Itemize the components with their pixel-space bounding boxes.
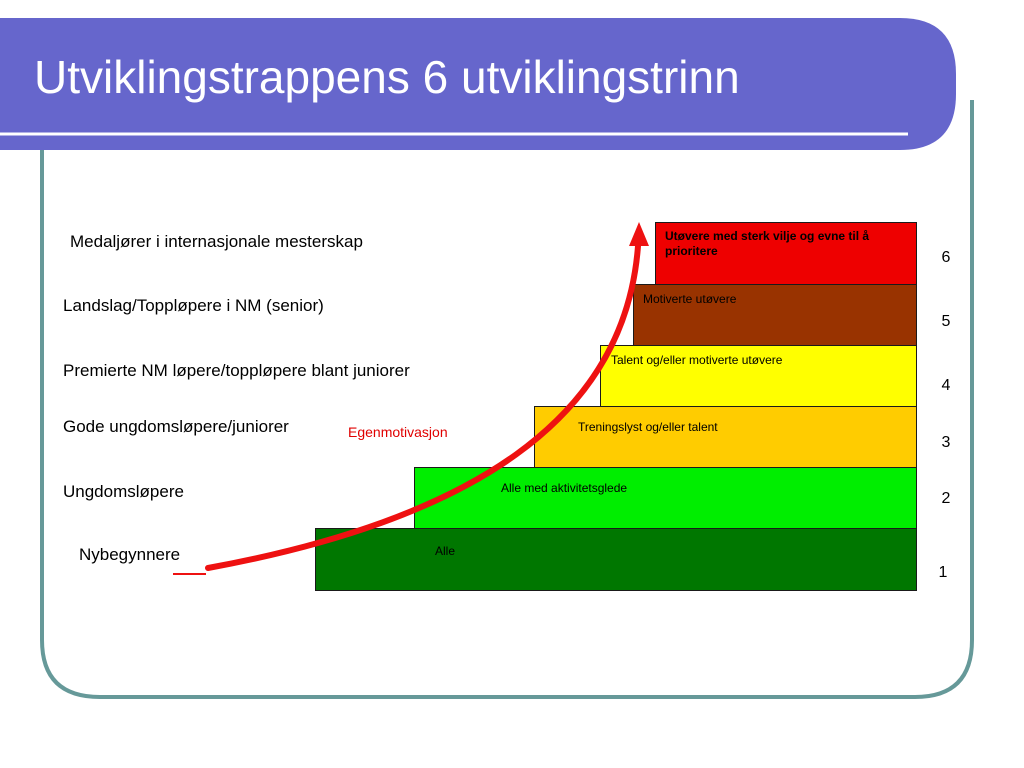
step-number-5: 5 (941, 313, 951, 330)
level-label-4: Premierte NM løpere/toppløpere blant jun… (63, 361, 410, 380)
step-number-4: 4 (941, 377, 951, 394)
step-number-6: 6 (941, 249, 951, 266)
header-band (0, 18, 956, 150)
content-frame (40, 100, 974, 699)
step-6-text: Utøvere med sterk vilje og evne til å pr… (665, 229, 870, 258)
level-label-1: Nybegynnere (79, 545, 181, 564)
slide-title: Utviklingstrappens 6 utviklingstrinn (34, 51, 740, 103)
step-3 (534, 406, 917, 468)
step-2-text: Alle med aktivitetsglede (501, 481, 628, 495)
step-6 (655, 222, 917, 285)
level-label-3: Gode ungdomsløpere/juniorer (63, 417, 289, 436)
step-4-text: Talent og/eller motiverte utøvere (611, 353, 783, 367)
step-number-2: 2 (941, 490, 951, 507)
step-number-3: 3 (941, 434, 951, 451)
step-5-text: Motiverte utøvere (643, 292, 737, 306)
level-label-5: Landslag/Toppløpere i NM (senior) (63, 296, 324, 315)
step-1-text: Alle (435, 544, 456, 558)
level-label-2: Ungdomsløpere (63, 482, 184, 501)
level-label-6: Medaljører i internasjonale mesterskap (70, 232, 363, 251)
step-4 (600, 345, 917, 407)
step-1 (315, 528, 917, 591)
step-2 (414, 467, 917, 529)
step-number-1: 1 (938, 564, 948, 581)
arrow-label: Egenmotivasjon (348, 424, 448, 440)
step-3-text: Treningslyst og/eller talent (578, 420, 718, 434)
